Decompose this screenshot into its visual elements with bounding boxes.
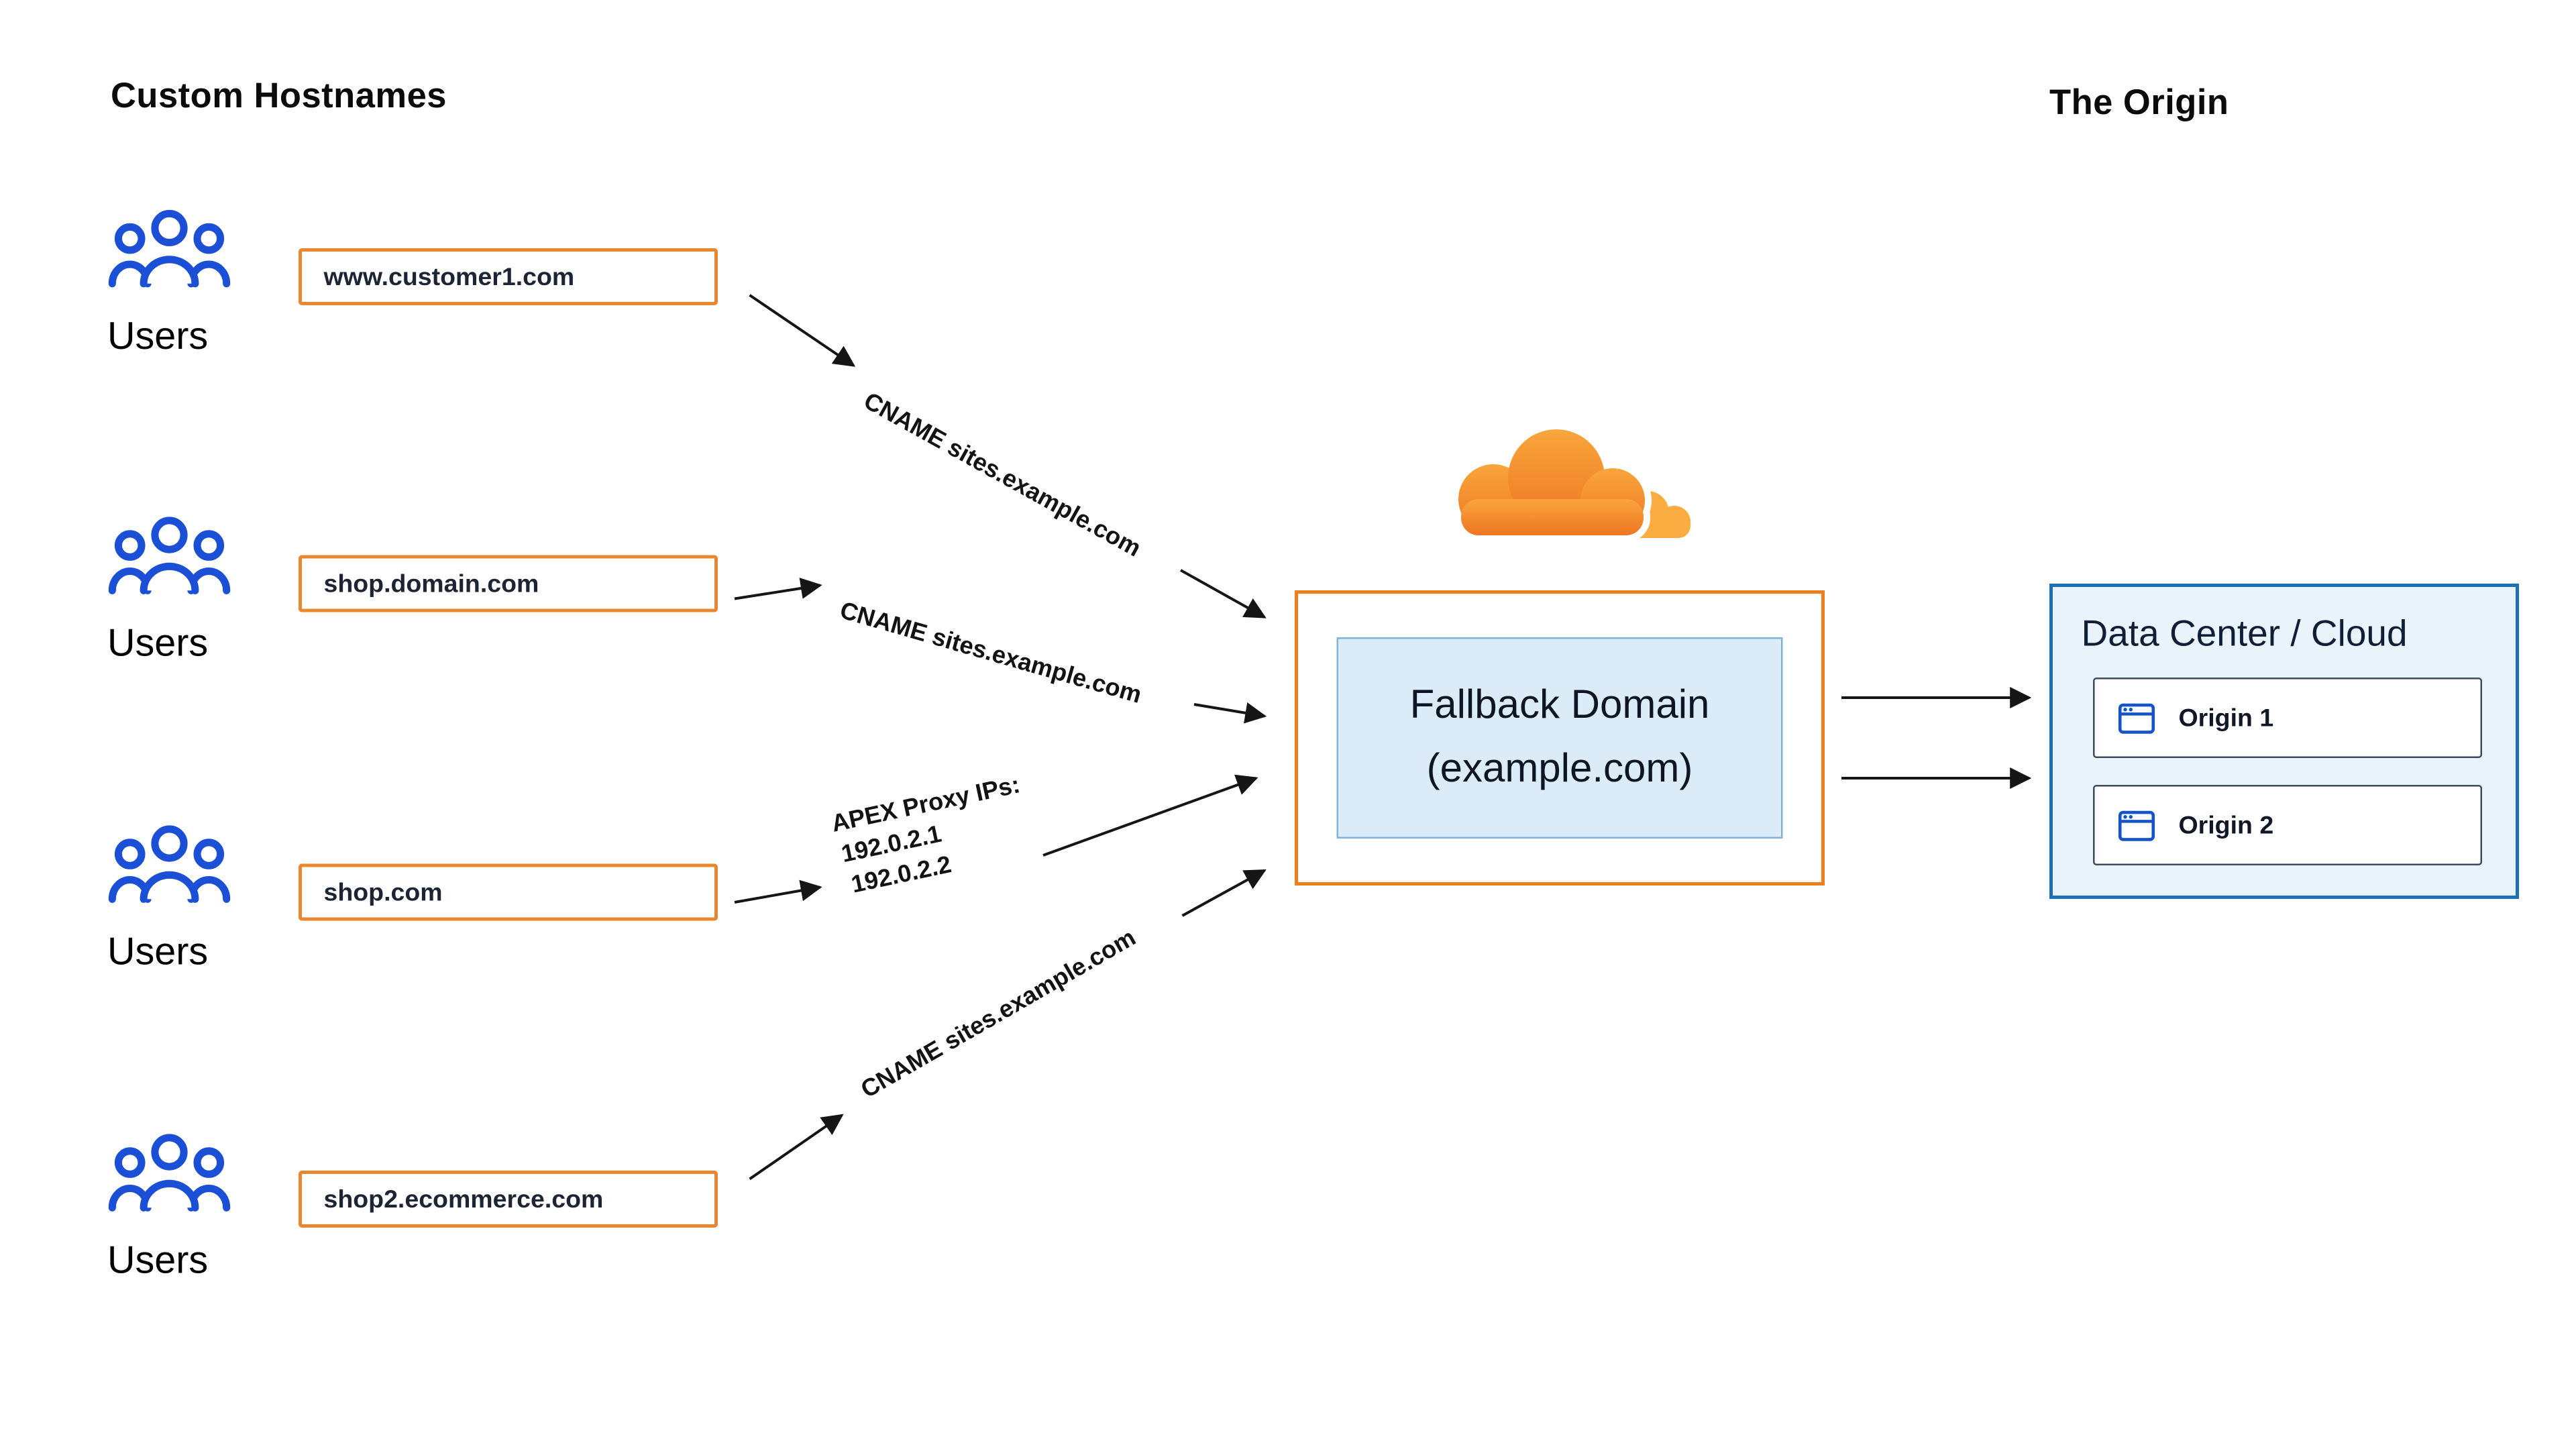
- users-icon: [108, 517, 231, 594]
- apex-line-2: 192.0.2.1: [839, 820, 943, 868]
- users-label: Users: [107, 1238, 209, 1281]
- hostname-label: shop2.ecommerce.com: [323, 1185, 604, 1214]
- hostname-box-customer1: www.customer1.com: [299, 248, 718, 305]
- users-icon: [108, 1134, 231, 1212]
- origin-1-row: Origin 1: [2093, 678, 2482, 758]
- users-label: Users: [107, 621, 209, 664]
- origin-2-label: Origin 2: [2178, 810, 2274, 840]
- apex-line-1: APEX Proxy IPs:: [829, 770, 1022, 837]
- hostname-label: shop.domain.com: [323, 569, 539, 598]
- hostname-box-shop-domain: shop.domain.com: [299, 555, 718, 612]
- fallback-domain-line2: (example.com): [1426, 746, 1693, 792]
- arrow-hostname4-in: [1181, 869, 1267, 917]
- users-icon: [108, 825, 231, 903]
- hostname-box-shop2-ecommerce: shop2.ecommerce.com: [299, 1171, 718, 1228]
- user-group-1: Users: [107, 208, 231, 359]
- custom-hostnames-heading: Custom Hostnames: [111, 77, 447, 116]
- connection-label-1: CNAME sites.example.com: [859, 386, 1146, 561]
- hostname-label: shop.com: [323, 877, 443, 907]
- cloudflare-main-cloud: [1458, 429, 1645, 535]
- user-group-4: Users: [107, 1132, 231, 1283]
- browser-window-icon: [2118, 810, 2155, 841]
- arrow-hostname2-out: [734, 578, 822, 600]
- hostname-label: www.customer1.com: [323, 262, 575, 291]
- users-label: Users: [107, 313, 209, 358]
- arrow-hostname3-in: [1042, 774, 1258, 857]
- arrow-hostname3-out: [734, 879, 822, 904]
- connection-label-4: CNAME sites.example.com: [856, 923, 1140, 1103]
- arrow-hostname4-out: [749, 1114, 844, 1181]
- users-label: Users: [107, 929, 209, 973]
- arrow-hostname2-in: [1193, 702, 1267, 724]
- users-icon: [108, 209, 231, 288]
- data-center-box: Data Center / Cloud Origin 1 Origin 2: [2049, 584, 2519, 899]
- hostname-box-shop: shop.com: [299, 863, 718, 921]
- connection-label-3: APEX Proxy IPs: 192.0.2.1 192.0.2.2: [829, 769, 1042, 900]
- user-group-2: Users: [107, 515, 231, 666]
- fallback-domain-box: Fallback Domain (example.com): [1295, 590, 1825, 885]
- fallback-domain-line1: Fallback Domain: [1409, 682, 1710, 729]
- fallback-domain-inner: Fallback Domain (example.com): [1336, 637, 1783, 839]
- cloudflare-logo-icon: [1452, 423, 1690, 542]
- browser-window-icon: [2118, 702, 2155, 733]
- user-group-3: Users: [107, 824, 231, 975]
- origin-2-row: Origin 2: [2093, 785, 2482, 865]
- arrow-hostname1-in: [1180, 569, 1267, 619]
- the-origin-heading: The Origin: [2049, 84, 2229, 123]
- connection-label-2: CNAME sites.example.com: [837, 596, 1145, 708]
- origin-1-label: Origin 1: [2178, 703, 2274, 733]
- data-center-title: Data Center / Cloud: [2081, 612, 2408, 655]
- apex-line-3: 192.0.2.2: [849, 850, 953, 898]
- arrow-hostname1-out: [749, 294, 856, 367]
